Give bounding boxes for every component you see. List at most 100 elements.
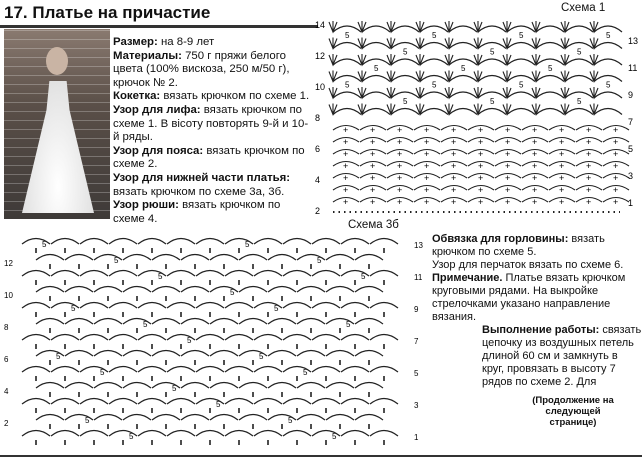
chain-arc <box>354 381 384 389</box>
chain-arc <box>564 74 594 82</box>
shell-stitch <box>444 103 454 116</box>
chain-arc <box>386 184 414 191</box>
chain-arc <box>340 365 370 373</box>
chain-arc <box>332 74 362 82</box>
chain-arc <box>564 41 594 49</box>
chain-arc <box>238 413 268 421</box>
chain-arc <box>21 397 51 405</box>
row-number: 13 <box>414 241 423 250</box>
chain-arc <box>361 74 391 82</box>
chain-arc <box>93 253 123 261</box>
chain-arc <box>359 172 387 179</box>
double-crochet: + <box>559 149 564 159</box>
chain-arc <box>166 365 196 373</box>
chain-arc <box>548 160 576 167</box>
double-crochet: + <box>343 185 348 195</box>
double-crochet: + <box>559 197 564 207</box>
row-number: 12 <box>4 259 13 268</box>
stitch-count: 5 <box>216 400 221 409</box>
chain-arc <box>253 301 283 309</box>
chain-arc <box>477 58 507 66</box>
stitch-count: 5 <box>230 288 235 297</box>
chain-arc <box>359 184 387 191</box>
chain-arc <box>238 253 268 261</box>
double-crochet: + <box>532 125 537 135</box>
double-crochet: + <box>478 197 483 207</box>
chain-arc <box>448 91 478 99</box>
double-crochet: + <box>478 173 483 183</box>
stitch-count: 5 <box>374 64 379 73</box>
chain-arc <box>448 41 478 49</box>
double-crochet: + <box>370 149 375 159</box>
shell-stitch <box>386 70 396 83</box>
double-crochet: + <box>505 149 510 159</box>
double-crochet: + <box>451 185 456 195</box>
dress-photo <box>4 29 110 219</box>
shell-stitch <box>589 87 599 100</box>
chain-arc <box>602 124 630 131</box>
chain-arc <box>195 237 225 245</box>
shell-stitch <box>560 54 570 67</box>
chain-arc <box>137 397 167 405</box>
chain-arc <box>477 25 507 33</box>
chain-arc <box>332 58 362 66</box>
double-crochet: + <box>532 197 537 207</box>
chain-arc <box>340 237 370 245</box>
row-number: 11 <box>628 63 637 73</box>
chain-arc <box>369 397 399 405</box>
chain-arc <box>296 253 326 261</box>
shell-stitch <box>386 54 396 67</box>
chain-arc <box>332 107 362 115</box>
row-number: 6 <box>315 144 320 154</box>
continued-note: (Продолжение на следующей странице) <box>532 395 614 428</box>
chain-arc <box>575 148 603 155</box>
double-crochet: + <box>343 197 348 207</box>
chain-arc <box>79 365 109 373</box>
stitch-count: 5 <box>100 368 105 377</box>
row-number: 4 <box>4 387 9 396</box>
chain-arc <box>564 91 594 99</box>
shell-stitch <box>531 21 541 34</box>
chain-arc <box>413 196 441 203</box>
chain-arc <box>369 333 399 341</box>
double-crochet: + <box>370 173 375 183</box>
chain-arc <box>311 301 341 309</box>
double-crochet: + <box>424 161 429 171</box>
chain-arc <box>180 253 210 261</box>
chain-arc <box>151 285 181 293</box>
chain-arc <box>93 317 123 325</box>
stitch-count: 5 <box>490 48 495 57</box>
chain-arc <box>575 160 603 167</box>
row-number: 9 <box>628 90 633 100</box>
chain-arc <box>108 397 138 405</box>
double-crochet: + <box>478 137 483 147</box>
chain-arc <box>253 269 283 277</box>
double-crochet: + <box>424 173 429 183</box>
chain-arc <box>413 172 441 179</box>
double-crochet: + <box>451 161 456 171</box>
chain-arc <box>253 397 283 405</box>
stitch-count: 5 <box>303 368 308 377</box>
chain-arc <box>390 25 420 33</box>
shell-stitch <box>357 54 367 67</box>
chain-arc <box>386 172 414 179</box>
neckline-text: Обвязка для горловины: вязать крючком по… <box>432 233 605 258</box>
chain-arc <box>209 285 239 293</box>
chain-arc <box>50 269 80 277</box>
double-crochet: + <box>505 173 510 183</box>
chain-arc <box>602 184 630 191</box>
chain-arc <box>467 184 495 191</box>
chain-arc <box>467 124 495 131</box>
chain-arc <box>238 349 268 357</box>
stitch-count: 5 <box>548 64 553 73</box>
chain-arc <box>166 397 196 405</box>
shell-stitch <box>502 103 512 116</box>
chain-arc <box>521 184 549 191</box>
chain-arc <box>413 184 441 191</box>
stitch-count: 5 <box>332 432 337 441</box>
chain-arc <box>477 91 507 99</box>
chain-arc <box>282 301 312 309</box>
chain-arc <box>369 429 399 437</box>
double-crochet: + <box>586 137 591 147</box>
chain-arc <box>296 413 326 421</box>
